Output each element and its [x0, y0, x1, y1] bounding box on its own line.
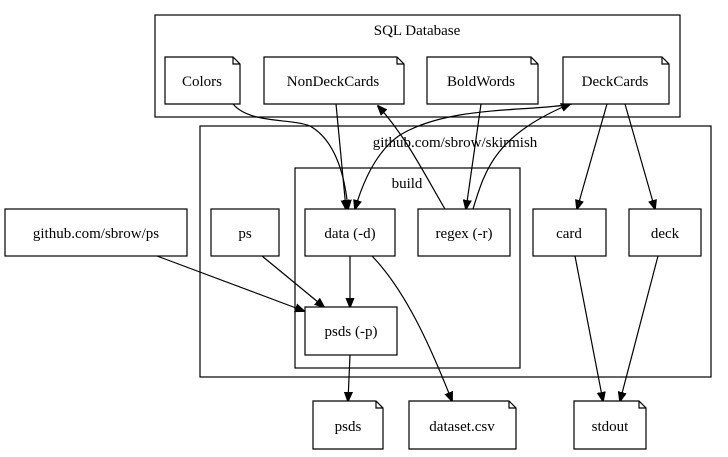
node-deck[interactable]: deck	[628, 208, 702, 257]
edge-regex-deckcards	[472, 104, 570, 210]
edge-deck-stdout	[620, 255, 659, 401]
edge-ps-psds-p	[261, 255, 324, 307]
edge-data-dataset	[371, 255, 452, 401]
edge-boldwords-regex	[466, 103, 482, 209]
node-stdout-label: stdout	[592, 419, 630, 435]
cluster-build: build	[294, 167, 521, 369]
node-psds-output[interactable]: psds	[312, 400, 384, 450]
node-ps-label: ps	[238, 226, 252, 242]
node-stdout[interactable]: stdout	[573, 400, 647, 450]
edge-regex-nondeckcards	[378, 106, 446, 210]
edge-card-stdout	[574, 255, 603, 401]
node-regex-label: regex (-r)	[435, 226, 492, 242]
node-psds-p-label: psds (-p)	[325, 324, 378, 340]
edge-psds-p-psds	[348, 354, 350, 401]
edges	[156, 103, 659, 401]
edge-nondeckcards-data	[335, 103, 346, 209]
node-ps-repo-label: github.com/sbrow/ps	[33, 226, 159, 242]
node-colors-label: Colors	[182, 74, 222, 90]
edge-deckcards-data	[355, 103, 573, 209]
edge-colors-data	[232, 103, 348, 209]
edge-ps-repo-psds-p	[156, 255, 304, 311]
node-ps[interactable]: ps	[210, 208, 280, 257]
edge-deckcards-deck	[624, 103, 655, 209]
node-data[interactable]: data (-d)	[304, 208, 396, 257]
node-colors[interactable]: Colors	[164, 56, 241, 105]
edge-deckcards-card	[577, 103, 608, 209]
node-boldwords[interactable]: BoldWords	[426, 56, 539, 105]
node-dataset-label: dataset.csv	[429, 419, 495, 435]
node-psds-output-label: psds	[335, 419, 362, 435]
cluster-skirmish: github.com/sbrow/skirmish	[199, 125, 712, 378]
cluster-sql-database-label: SQL Database	[374, 23, 461, 39]
node-deckcards-label: DeckCards	[582, 74, 649, 90]
node-boldwords-label: BoldWords	[447, 74, 515, 90]
node-psds-p[interactable]: psds (-p)	[304, 306, 398, 356]
node-card-label: card	[556, 226, 582, 242]
node-regex[interactable]: regex (-r)	[417, 208, 511, 257]
cluster-sql-database: SQL Database	[154, 14, 681, 118]
node-ps-repo[interactable]: github.com/sbrow/ps	[4, 208, 188, 257]
node-nondeckcards[interactable]: NonDeckCards	[263, 56, 405, 105]
node-nondeckcards-label: NonDeckCards	[287, 74, 380, 90]
node-data-label: data (-d)	[324, 226, 375, 242]
node-deckcards[interactable]: DeckCards	[562, 56, 670, 105]
node-dataset[interactable]: dataset.csv	[408, 400, 517, 450]
node-card[interactable]: card	[532, 208, 607, 257]
cluster-skirmish-label: github.com/sbrow/skirmish	[373, 135, 538, 151]
node-deck-label: deck	[651, 226, 680, 242]
cluster-build-label: build	[392, 176, 423, 192]
